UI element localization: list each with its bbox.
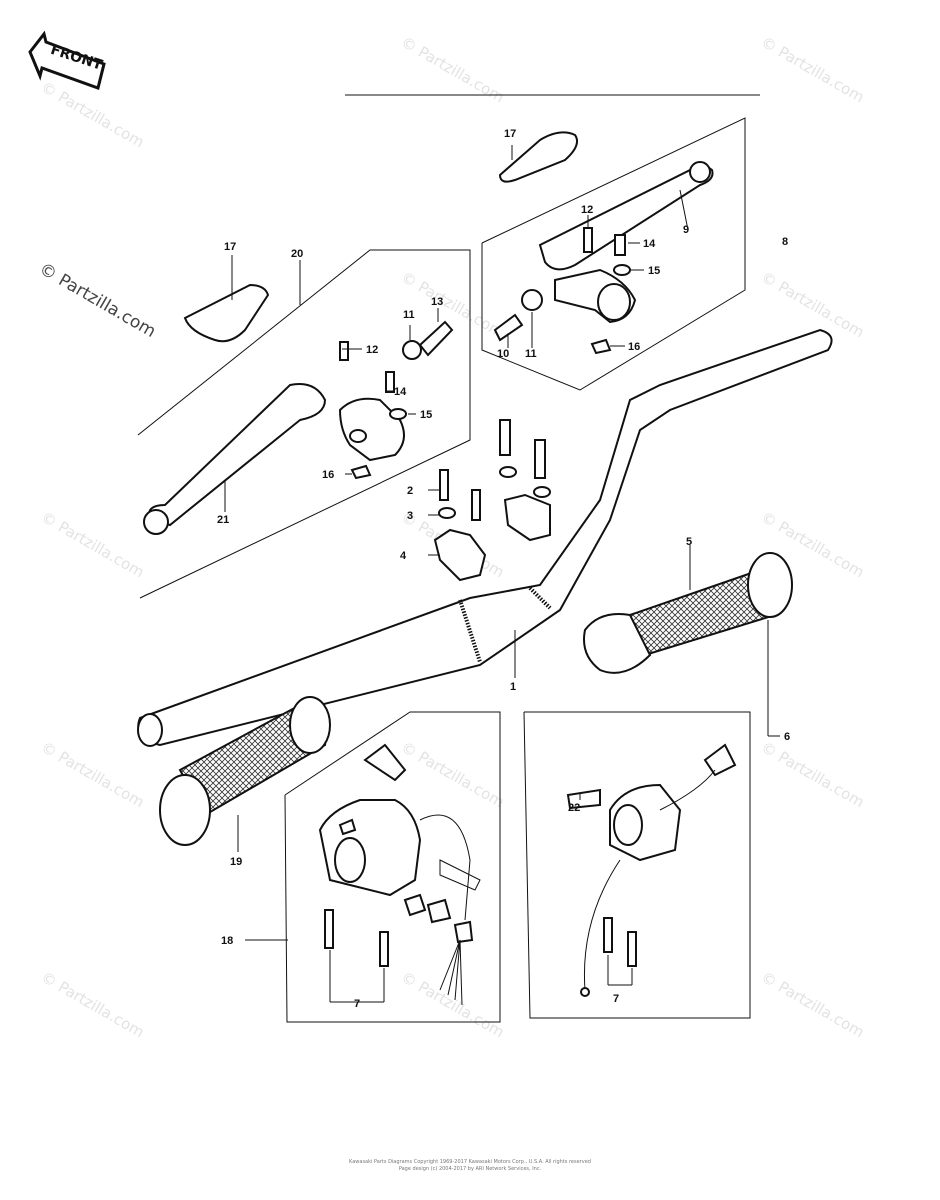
callout-16b: 16 — [628, 341, 640, 353]
watermark: © Partzilla.com — [38, 738, 147, 811]
handlebar — [137, 328, 833, 747]
callout-20: 20 — [291, 248, 303, 260]
callout-9: 9 — [683, 224, 689, 236]
footer-copyright: Kawasaki Parts Diagrams Copyright 1969-2… — [349, 1159, 591, 1165]
callout-14b: 14 — [643, 238, 656, 250]
watermark: © Partzilla.com — [758, 33, 867, 106]
callout-22: 22 — [568, 802, 580, 814]
box-outline-18 — [284, 711, 501, 1023]
callout-1: 1 — [510, 681, 516, 693]
callout-11a: 11 — [403, 309, 415, 321]
left-switch-housing — [318, 743, 481, 1006]
callout-6: 6 — [784, 731, 790, 743]
footer-page-design: Page design (c) 2004-2017 by ARI Network… — [399, 1166, 542, 1172]
callout-16a: 16 — [322, 469, 334, 481]
footer: Kawasaki Parts Diagrams Copyright 1969-2… — [349, 1159, 591, 1172]
box-outline-6 — [523, 711, 751, 1019]
callouts: 1 2 3 4 5 6 7 7 8 9 10 11 11 12 12 13 14… — [217, 128, 790, 1010]
front-arrow: FRONT — [28, 30, 106, 90]
callout-7b: 7 — [613, 993, 619, 1005]
watermark: © Partzilla.com — [38, 508, 147, 581]
box-outline-20 — [137, 249, 471, 599]
watermark: © Partzilla.com — [398, 738, 507, 811]
watermark: © Partzilla.com — [758, 738, 867, 811]
perch-holder-left — [183, 283, 270, 343]
left-grip — [159, 696, 331, 846]
callout-17a: 17 — [224, 241, 236, 253]
callout-7a: 7 — [354, 998, 360, 1010]
watermark: © Partzilla.com — [38, 968, 147, 1041]
callout-17b: 17 — [504, 128, 516, 140]
callout-5: 5 — [686, 536, 692, 548]
handlebar-holders — [433, 419, 551, 582]
watermark: © Partzilla.com — [38, 78, 147, 151]
watermark: © Partzilla.com — [398, 968, 507, 1041]
callout-21: 21 — [217, 514, 229, 526]
box-outline-8 — [481, 117, 746, 391]
watermark: © Partzilla.com — [758, 268, 867, 341]
callout-3: 3 — [407, 510, 413, 522]
callout-19: 19 — [230, 856, 242, 868]
callout-18: 18 — [221, 935, 233, 947]
right-lever-assembly — [493, 161, 714, 355]
left-lever-assembly — [143, 320, 454, 535]
callout-11b: 11 — [525, 348, 537, 360]
callout-10: 10 — [497, 348, 509, 360]
right-switch-housing — [566, 743, 737, 997]
front-arrow-icon — [28, 30, 106, 90]
callout-14a: 14 — [394, 386, 407, 398]
callout-15a: 15 — [420, 409, 432, 421]
callout-8: 8 — [782, 236, 788, 248]
callout-13: 13 — [431, 296, 443, 308]
callout-12a: 12 — [366, 344, 378, 356]
perch-holder-right — [498, 131, 578, 183]
callout-2: 2 — [407, 485, 413, 497]
leader-lines — [224, 145, 780, 1003]
right-grip — [583, 552, 793, 674]
callout-15b: 15 — [648, 265, 660, 277]
watermark-dark: © Partzilla.com — [36, 259, 160, 342]
callout-12b: 12 — [581, 204, 593, 216]
callout-4: 4 — [400, 550, 407, 562]
watermark: © Partzilla.com — [758, 968, 867, 1041]
